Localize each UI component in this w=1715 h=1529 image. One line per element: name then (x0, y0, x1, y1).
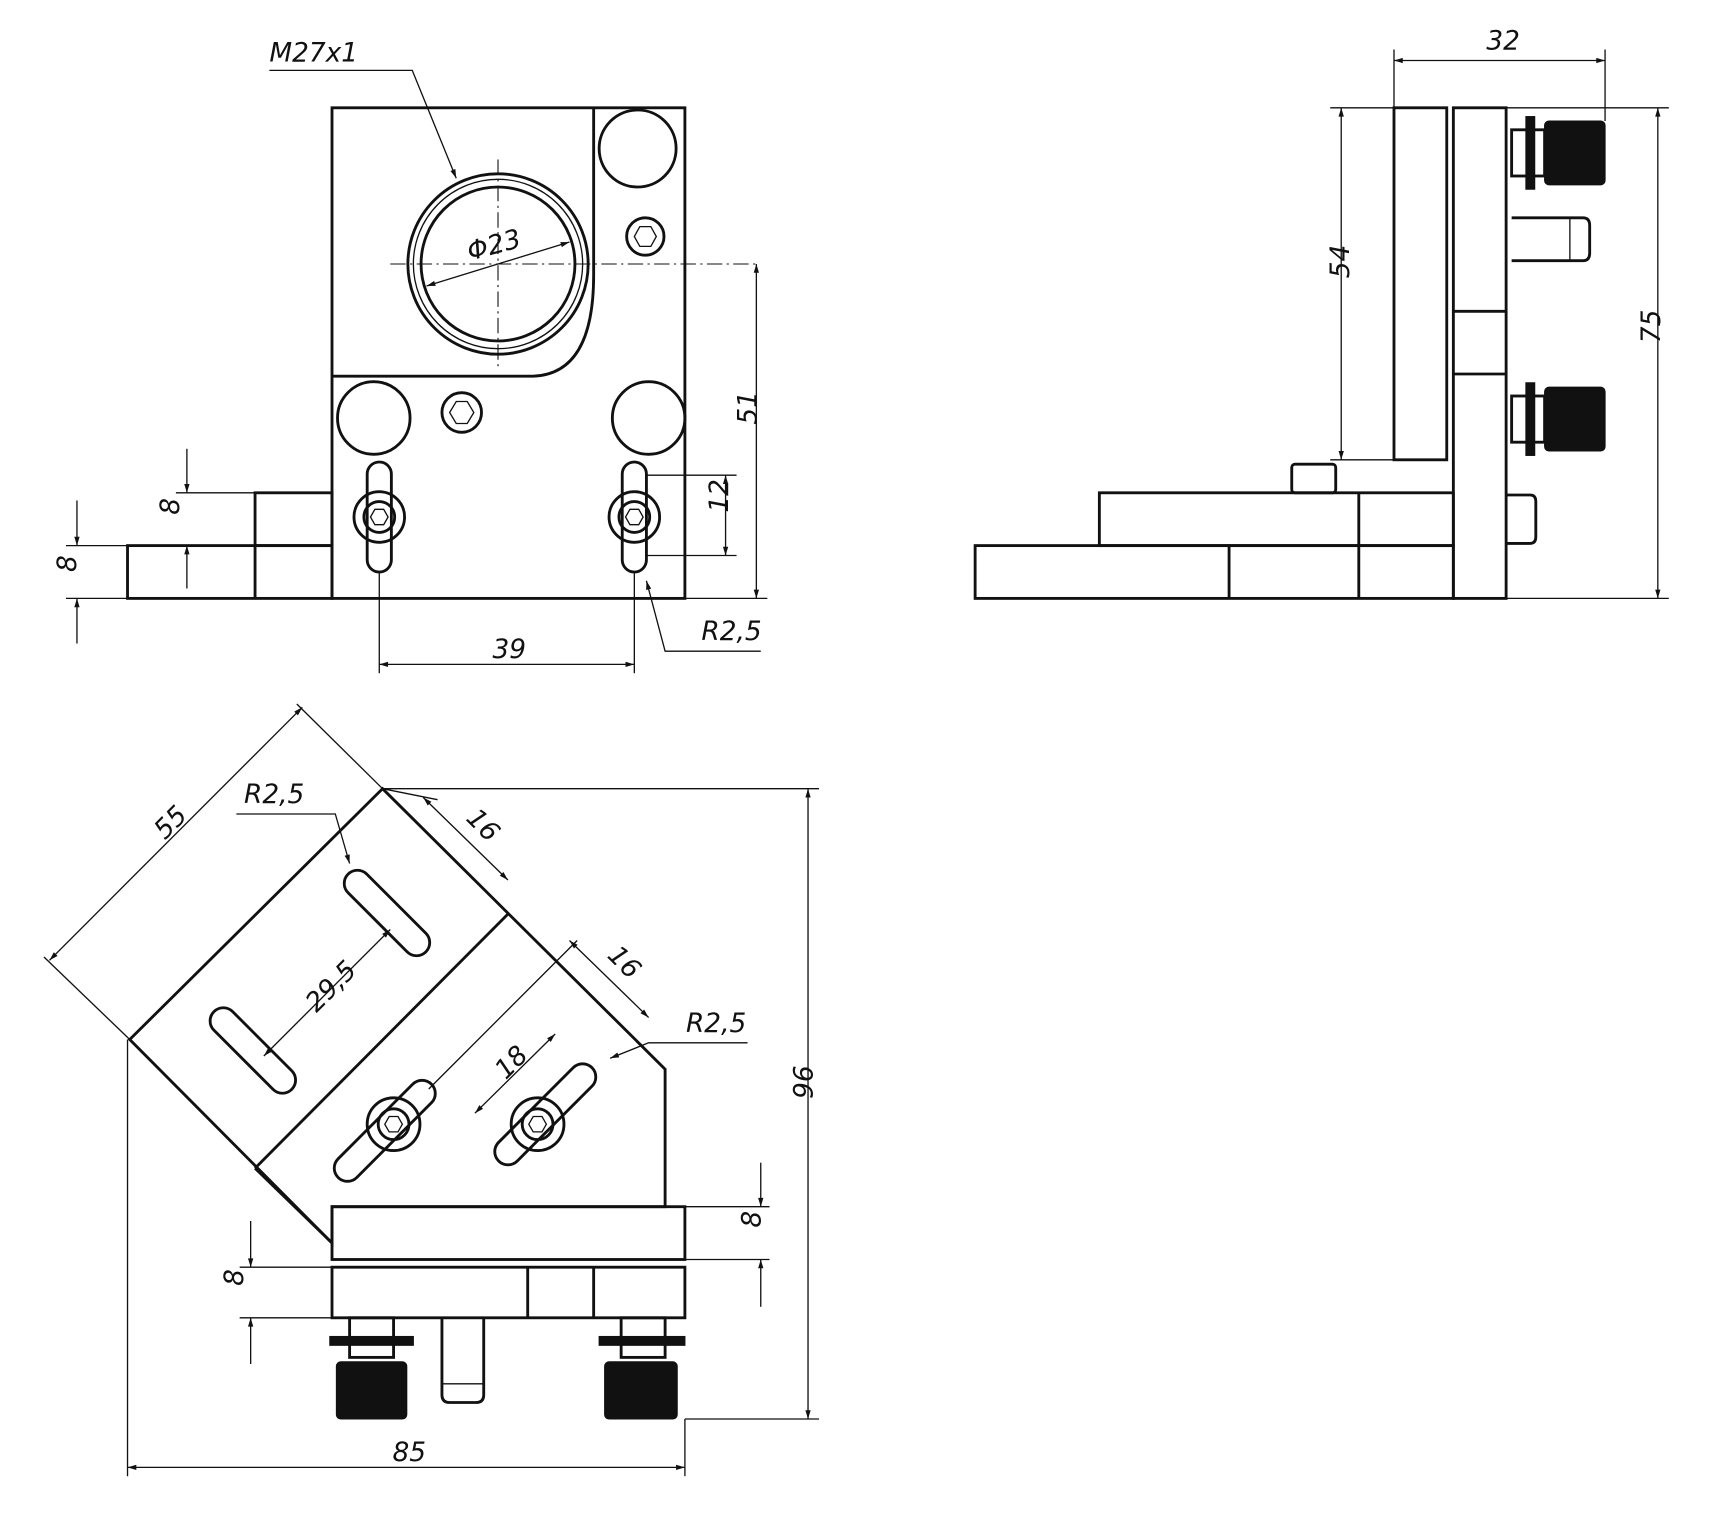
mount-hole-icon (336, 380, 412, 456)
dim-plate-thickness-upper: 8 (738, 1211, 768, 1228)
slot-icon (208, 1006, 298, 1095)
dim-step-lower: 8 (53, 555, 83, 572)
pin-icon (1506, 493, 1538, 545)
dim-total-depth: 96 (789, 1065, 819, 1099)
dim-diagonal-length: 55 (149, 801, 194, 846)
dim-depth: 32 (1486, 26, 1520, 56)
mount-hole-icon (610, 380, 687, 456)
adjust-knob-icon (598, 1316, 686, 1420)
front-body (330, 106, 687, 600)
front-view: M27x1 Φ23 8 8 39 12 51 R2,5 (53, 39, 768, 674)
lower-base (973, 544, 1455, 600)
slot-bolt-left (352, 460, 406, 574)
dim-plate-height: 54 (1326, 245, 1356, 279)
dim-slot-length: 12 (705, 479, 735, 513)
upper-step (253, 491, 334, 548)
dim-slot-spacing: 39 (493, 635, 527, 665)
upper-plate (330, 1205, 687, 1261)
bore-diameter-label: Φ23 (464, 224, 524, 267)
slot-icon (342, 868, 432, 958)
dim-slot-radius: R2,5 (701, 617, 761, 647)
mirror-plate (1392, 106, 1449, 462)
back-plate (1451, 106, 1508, 600)
dim-plate-thickness-lower: 8 (220, 1269, 250, 1286)
slot-bolt-icon (332, 1078, 437, 1183)
side-view: 32 54 75 (973, 26, 1669, 600)
pin-icon (1511, 216, 1592, 263)
dim-slot-spacing-diag: 29,5 (300, 955, 363, 1018)
hex-socket-icon (625, 216, 666, 257)
dim-total-width: 85 (392, 1438, 426, 1468)
upper-base (1097, 491, 1455, 548)
dim-axis-height: 51 (733, 391, 763, 425)
dim-slot-length: 18 (489, 1040, 534, 1085)
dim-step-upper: 8 (156, 498, 186, 515)
mount-hole-icon (597, 108, 678, 189)
dim-slot-radius-1: R2,5 (244, 780, 304, 810)
lower-plate (330, 1265, 687, 1320)
adjust-knob-icon (1510, 382, 1606, 456)
lower-step (126, 544, 334, 600)
top-view: 55 R2,5 16 29,5 16 R2,5 18 8 8 96 85 (43, 703, 819, 1477)
pin-icon (440, 1317, 486, 1404)
dim-total-height: 75 (1637, 310, 1667, 344)
thread-label: M27x1 (269, 39, 358, 69)
top-block-outline (332, 107, 596, 378)
dim-slot-radius-2: R2,5 (686, 1009, 746, 1039)
dim-slot-offset-1: 16 (460, 803, 505, 848)
adjust-knob-icon (329, 1316, 414, 1420)
adjust-knob-icon (1510, 116, 1606, 190)
slot-bolt-right (607, 460, 662, 574)
screw-head-icon (1290, 462, 1338, 495)
hex-socket-icon (440, 391, 483, 434)
